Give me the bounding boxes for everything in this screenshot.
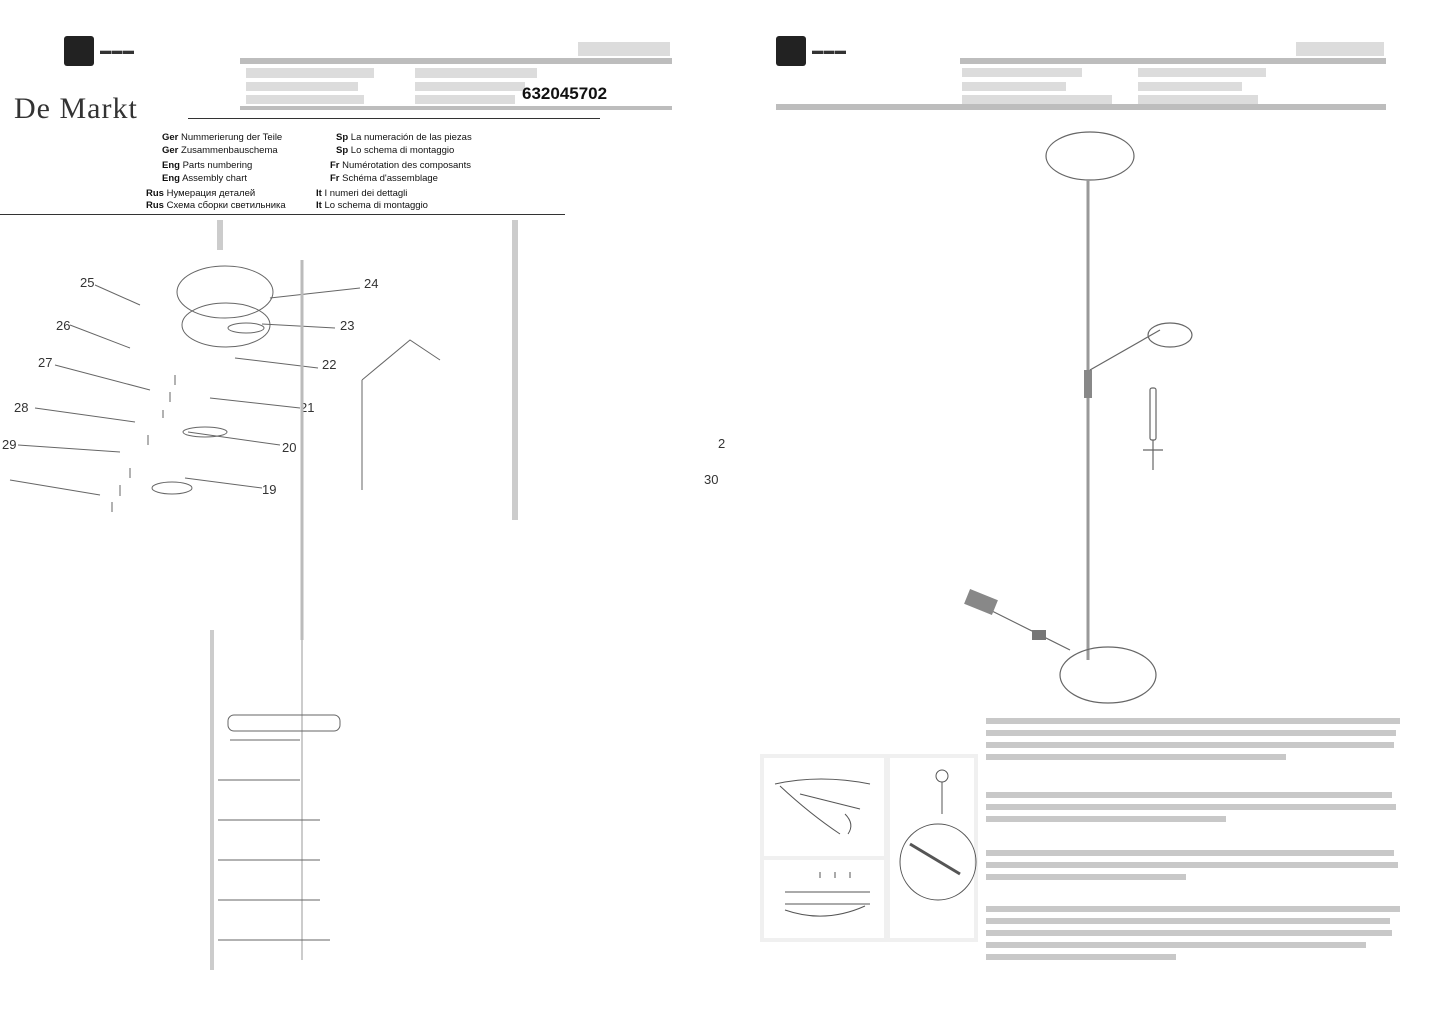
- header-block-2: [962, 82, 1066, 91]
- title-fr-2: Fr Schéma d'assemblage: [330, 173, 438, 184]
- part-number-29: 29: [2, 437, 17, 452]
- header-block-5: [415, 82, 525, 91]
- floor-lamp-illustration: [964, 131, 1193, 704]
- part-number-19: 19: [262, 482, 277, 497]
- title-rus-1: Rus Нумерация деталей: [146, 188, 256, 199]
- header-tag: [578, 42, 670, 56]
- title-it-1: It I numeri dei dettagli: [316, 188, 408, 199]
- header-bar-top: [960, 58, 1386, 64]
- header-bar-bottom: [240, 106, 672, 110]
- part-number-28: 28: [14, 400, 29, 415]
- exploded-parts-diagram: [9, 220, 518, 970]
- part-number-23: 23: [340, 318, 355, 333]
- part-number-25: 25: [80, 275, 95, 290]
- header-block-2: [246, 82, 358, 91]
- part-number-22: 22: [322, 357, 337, 372]
- part-number-24: 24: [364, 276, 379, 291]
- header-block-3: [246, 95, 364, 104]
- part-number-27: 27: [38, 355, 53, 370]
- logo-mark-icon: [64, 36, 94, 66]
- header-tag: [1296, 42, 1384, 56]
- header-block-6: [415, 95, 515, 104]
- edge-number-2: 2: [718, 436, 726, 451]
- header-bar-full: [776, 104, 1386, 110]
- header-block-6: [1138, 95, 1258, 104]
- title-sp-1: Sp La numeración de las piezas: [336, 132, 472, 143]
- title-eng-1: Eng Parts numbering: [162, 160, 253, 171]
- title-rule-bottom: [0, 214, 565, 215]
- header-block-5: [1138, 82, 1242, 91]
- edge-number-30: 30: [704, 472, 719, 487]
- logo-word: ▬▬▬: [812, 45, 847, 57]
- instruction-image-1: [764, 758, 884, 856]
- title-fr-1: Fr Numérotation des composants: [330, 160, 471, 171]
- instruction-image-2: [890, 758, 974, 938]
- header-bar-top: [240, 58, 672, 64]
- brand-logo: De Markt: [14, 92, 138, 125]
- left-page: ▬▬▬ De Markt 632045702 Ger Nummerierung …: [0, 36, 672, 970]
- title-ger-2: Ger Zusammenbauschema: [162, 145, 278, 156]
- instruction-drawings: [774, 769, 977, 917]
- title-sp-2: Sp Lo schema di montaggio: [336, 145, 455, 156]
- article-number: 632045702: [522, 84, 608, 103]
- instruction-text-blocks: [986, 718, 1400, 960]
- header-block-1: [246, 68, 374, 78]
- title-eng-2: Eng Assembly chart: [162, 173, 248, 184]
- header-block-4: [415, 68, 537, 78]
- title-rule-top: [188, 118, 600, 119]
- title-it-2: It Lo schema di montaggio: [316, 200, 428, 211]
- title-ger-1: Ger Nummerierung der Teile: [162, 132, 283, 143]
- header-block-3: [962, 95, 1112, 104]
- part-number-21: 21: [300, 400, 315, 415]
- logo-mark-icon: [776, 36, 806, 66]
- header-block-4: [1138, 68, 1266, 77]
- instruction-image-3: [764, 860, 884, 938]
- part-number-20: 20: [282, 440, 297, 455]
- part-number-26: 26: [56, 318, 71, 333]
- right-page: ▬▬▬ 2 30: [704, 0, 1443, 1020]
- logo-word: ▬▬▬: [100, 45, 135, 57]
- header-block-1: [962, 68, 1082, 77]
- title-rus-2: Rus Схема сборки светильника: [146, 200, 286, 211]
